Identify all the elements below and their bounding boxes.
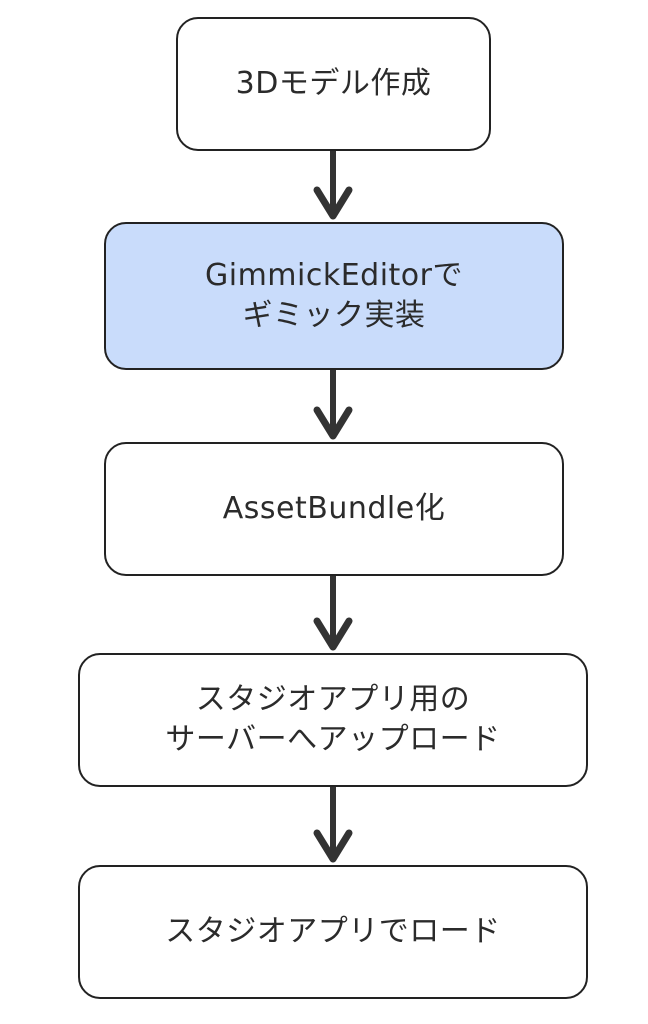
step-studio-app-load: スタジオアプリでロード [78,865,588,999]
arrow-head [313,829,353,863]
flow-arrow [313,576,353,651]
step-label-line: GimmickEditorで [204,258,463,293]
step-assetbundle: AssetBundle化 [104,442,564,576]
step-label-line: 3Dモデル作成 [235,66,432,101]
step-3d-model-creation: 3Dモデル作成 [176,17,491,151]
arrow-head [313,406,353,440]
step-label-line: ギミック実装 [242,298,426,333]
arrow-head [313,617,353,651]
step-label-line: スタジオアプリ用の [195,682,471,717]
arrow-head [313,186,353,220]
step-label-line: サーバーへアップロード [165,722,501,757]
flow-arrow [313,787,353,863]
flow-arrow [313,370,353,440]
step-server-upload: スタジオアプリ用の サーバーへアップロード [78,653,588,787]
flow-arrow [313,151,353,220]
step-gimmick-editor: GimmickEditorで ギミック実装 [104,222,564,370]
step-label-line: AssetBundle化 [222,491,446,526]
step-label-line: スタジオアプリでロード [165,914,501,949]
